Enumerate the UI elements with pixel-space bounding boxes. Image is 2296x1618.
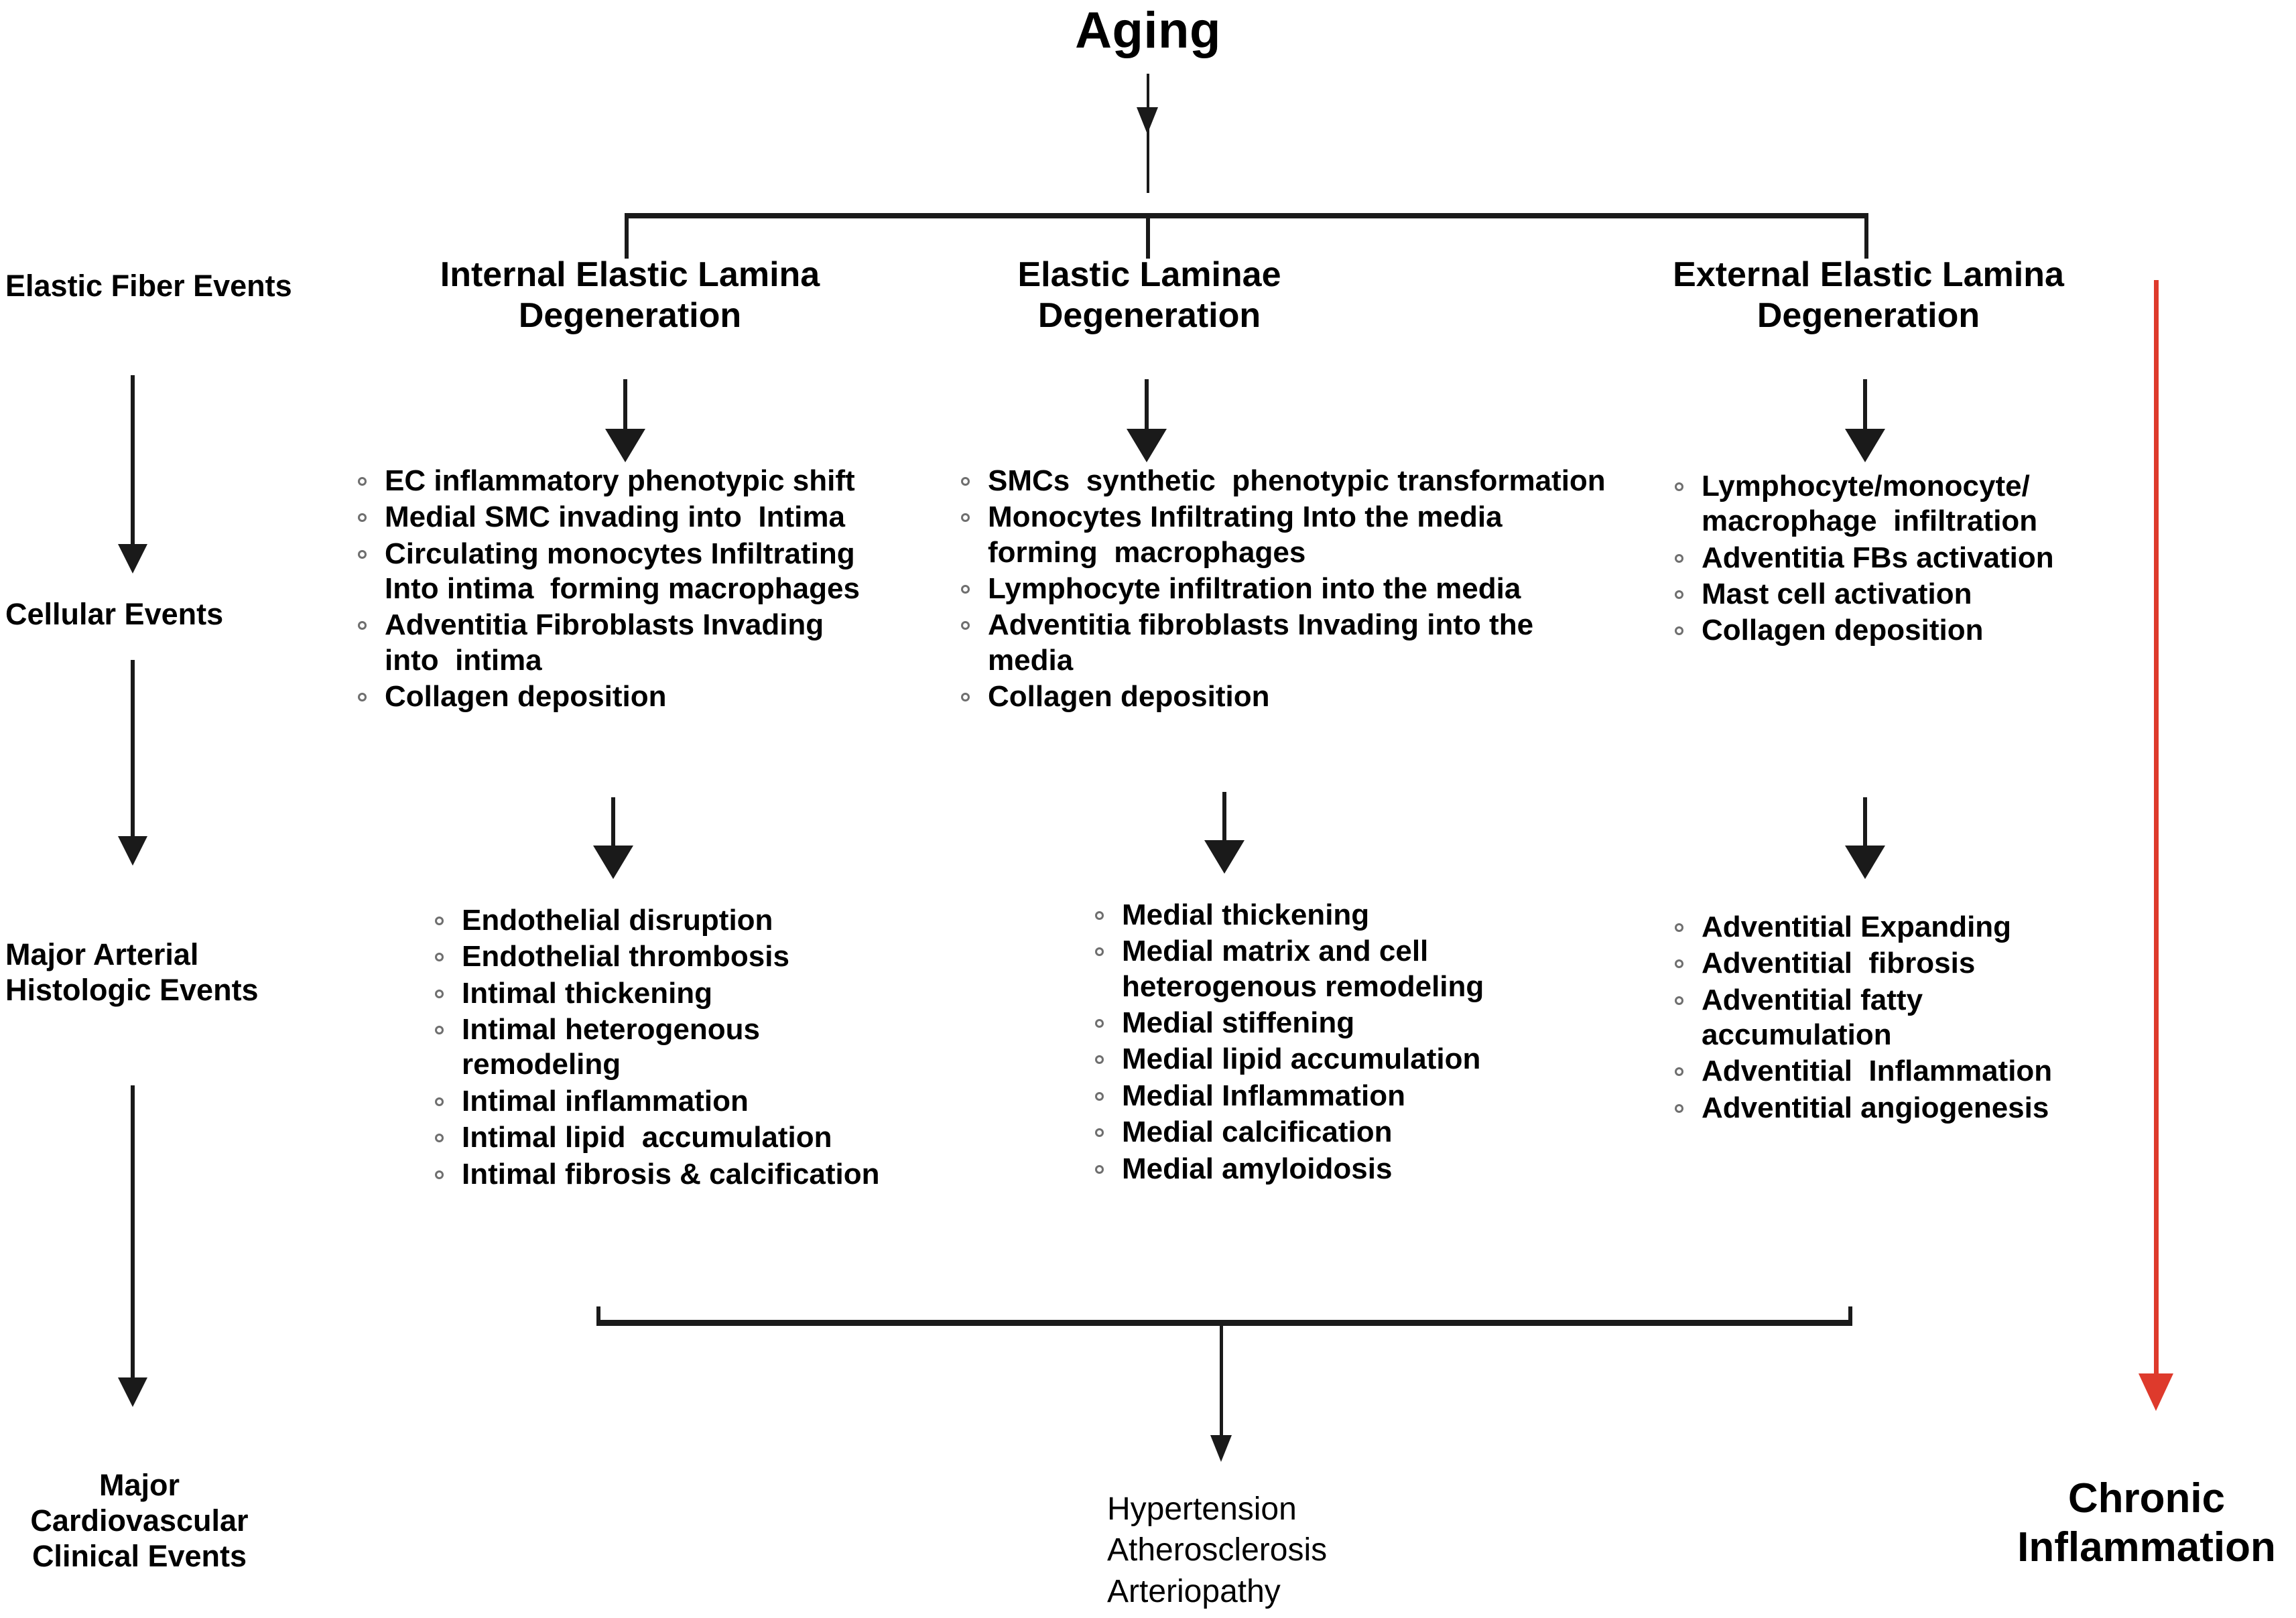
chronic-inflammation-arrowhead [2139, 1373, 2173, 1411]
row-label-elastic-fiber-events: Elastic Fiber Events [5, 269, 292, 303]
aging-stem-arrowhead [1137, 107, 1158, 134]
list-item: Medial lipid accumulation [1092, 1042, 1649, 1077]
column-header-line-2: Degeneration [1757, 296, 1980, 336]
outcome-hypertension: Hypertension [1107, 1491, 1297, 1527]
column-header-line-2: Degeneration [518, 296, 742, 336]
column-header-line-2: Degeneration [1037, 296, 1261, 336]
list-item: Collagen deposition [958, 679, 1629, 714]
list-item: Monocytes Infiltrating Into the media fo… [958, 500, 1629, 570]
list-item: Intimal fibrosis & calcification [432, 1157, 942, 1192]
top-bus-left-drop [625, 213, 629, 259]
top-bus-right-drop [1864, 213, 1868, 259]
list-item: Adventitial fatty accumulation [1672, 983, 2262, 1053]
top-bus-mid-drop [1146, 213, 1150, 259]
list-item: Medial Inflammation [1092, 1079, 1649, 1114]
list-item: Adventitial Expanding [1672, 910, 2262, 945]
left-axis-arrowhead-3 [118, 1377, 147, 1407]
bottom-bracket-arrowhead [1210, 1435, 1232, 1462]
list-item: Endothelial thrombosis [432, 939, 942, 974]
column-header-elastic-laminae: Elastic Laminae Degeneration [901, 255, 1397, 337]
row-label-line-2: Histologic Events [5, 973, 259, 1008]
column-header-line-1: Internal Elastic Lamina [440, 255, 820, 294]
list-item: SMCs synthetic phenotypic transformation [958, 464, 1629, 498]
clinical-outcomes-block: Hypertension Atherosclerosis Arteriopath… [1107, 1489, 1482, 1612]
list-item: EC inflammatory phenotypic shift [355, 464, 885, 498]
list-item: Adventitia Fibroblasts Invading into int… [355, 608, 885, 678]
list-item: Intimal lipid accumulation [432, 1120, 942, 1155]
list-item: Medial stiffening [1092, 1006, 1649, 1040]
col1-cellular-connector-arrowhead [605, 429, 645, 462]
col3-histologic-events-list: Adventitial Expanding Adventitial fibros… [1672, 910, 2262, 1127]
row-label-major-cardiovascular-clinical-events: Major Cardiovascular Clinical Events [5, 1467, 273, 1574]
row-label-cellular-events: Cellular Events [5, 597, 224, 631]
col3-cellular-events-list: Lymphocyte/monocyte/ macrophage infiltra… [1672, 469, 2235, 650]
col3-cellular-connector-line [1863, 379, 1867, 446]
col1-cellular-events-list: EC inflammatory phenotypic shift Medial … [355, 464, 885, 716]
chronic-inflammation-line-2: Inflammation [2017, 1524, 2276, 1571]
list-item: Intimal thickening [432, 976, 942, 1011]
col2-cellular-events-list: SMCs synthetic phenotypic transformation… [958, 464, 1629, 716]
col1-histologic-events-list: Endothelial disruption Endothelial throm… [432, 903, 942, 1193]
column-header-internal-elastic-lamina: Internal Elastic Lamina Degeneration [382, 255, 878, 337]
list-item: Medial thickening [1092, 898, 1649, 933]
col2-histologic-connector-line [1222, 792, 1226, 859]
list-item: Adventitia fibroblasts Invading into the… [958, 608, 1629, 678]
list-item: Endothelial disruption [432, 903, 942, 938]
list-item: Medial SMC invading into Intima [355, 500, 885, 535]
left-axis-line-3 [131, 1085, 135, 1387]
outcome-arteriopathy: Arteriopathy [1107, 1573, 1281, 1609]
list-item: Mast cell activation [1672, 577, 2235, 612]
col2-histologic-events-list: Medial thickening Medial matrix and cell… [1092, 898, 1649, 1188]
row-label-line-3: Clinical Events [31, 1539, 247, 1574]
row-label-line-2: Cardiovascular [30, 1503, 249, 1538]
chronic-inflammation-arrow-line [2154, 280, 2159, 1377]
col3-cellular-connector-arrowhead [1845, 429, 1885, 462]
list-item: Collagen deposition [1672, 613, 2235, 648]
list-item: Circulating monocytes Infiltrating Into … [355, 537, 885, 607]
list-item: Lymphocyte/monocyte/ macrophage infiltra… [1672, 469, 2235, 539]
row-label-line-1: Major Arterial [5, 937, 199, 971]
chronic-inflammation-line-1: Chronic [2067, 1475, 2226, 1522]
list-item: Medial amyloidosis [1092, 1152, 1649, 1187]
left-axis-line-1 [131, 375, 135, 553]
list-item: Intimal inflammation [432, 1084, 942, 1119]
list-item: Adventitia FBs activation [1672, 541, 2235, 576]
list-item: Collagen deposition [355, 679, 885, 714]
left-axis-line-2 [131, 660, 135, 844]
left-axis-arrowhead-2 [118, 836, 147, 866]
row-label-major-arterial-histologic-events: Major Arterial Histologic Events [5, 937, 273, 1008]
list-item: Medial calcification [1092, 1115, 1649, 1150]
col2-cellular-connector-arrowhead [1127, 429, 1167, 462]
top-bus-horizontal [625, 213, 1868, 218]
column-header-line-1: Elastic Laminae [1017, 255, 1281, 294]
left-axis-arrowhead-1 [118, 544, 147, 574]
chronic-inflammation-label: Chronic Inflammation [1997, 1474, 2296, 1572]
col3-histologic-connector-line [1863, 797, 1867, 864]
list-item: Lymphocyte infiltration into the media [958, 571, 1629, 606]
outcome-atherosclerosis: Atherosclerosis [1107, 1532, 1328, 1568]
list-item: Adventitial Inflammation [1672, 1054, 2262, 1089]
col3-histologic-connector-arrowhead [1845, 846, 1885, 879]
list-item: Medial matrix and cell heterogenous remo… [1092, 934, 1649, 1004]
col1-histologic-connector-line [611, 797, 615, 864]
bottom-bracket-stem [1220, 1325, 1223, 1453]
page-title: Aging [1075, 2, 1221, 59]
column-header-external-elastic-lamina: External Elastic Lamina Degeneration [1620, 255, 2116, 337]
bottom-bracket-left-riser [596, 1306, 600, 1325]
col2-cellular-connector-line [1145, 379, 1149, 446]
col1-histologic-connector-arrowhead [593, 846, 633, 879]
bottom-bracket-horizontal [596, 1320, 1852, 1326]
bottom-bracket-right-riser [1848, 1306, 1852, 1325]
list-item: Adventitial angiogenesis [1672, 1091, 2262, 1126]
list-item: Intimal heterogenous remodeling [432, 1012, 942, 1083]
list-item: Adventitial fibrosis [1672, 946, 2262, 981]
col1-cellular-connector-line [623, 379, 627, 446]
col2-histologic-connector-arrowhead [1204, 840, 1245, 874]
row-label-line-1: Major [99, 1468, 180, 1502]
column-header-line-1: External Elastic Lamina [1673, 255, 2064, 294]
